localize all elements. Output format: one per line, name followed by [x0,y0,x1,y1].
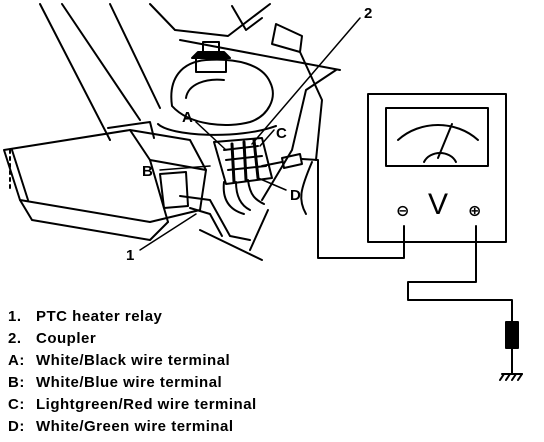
callout-2-label: 2 [364,5,372,22]
strut-tower [157,41,277,136]
callout-c-label: C [276,125,287,142]
legend-text: White/Blue wire terminal [36,374,223,391]
legend-key: C: [8,396,25,413]
legend-item: 2. Coupler [8,330,388,352]
callout-a-label: A [182,109,193,126]
legend: 1. PTC heater relay 2. Coupler A: White/… [8,308,388,440]
legend-key: A: [8,352,25,369]
legend-key: D: [8,418,25,435]
voltmeter-unit-label: V [428,188,448,221]
legend-item: 1. PTC heater relay [8,308,388,330]
legend-text: Lightgreen/Red wire terminal [36,396,257,413]
legend-key: 2. [8,330,22,347]
callout-b-label: B [142,163,153,180]
legend-key: 1. [8,308,22,325]
meter-leads [407,235,523,381]
legend-item: A: White/Black wire terminal [8,352,388,374]
ptc-heater-relay-drawing [3,121,251,241]
voltmeter-probe [261,153,405,259]
legend-text: White/Green wire terminal [36,418,234,435]
legend-text: White/Black wire terminal [36,352,231,369]
engine-bay-outline [11,3,341,261]
coupler-drawing [213,137,273,215]
legend-text: Coupler [36,330,97,347]
legend-item: C: Lightgreen/Red wire terminal [8,396,388,418]
callout-d-label: D [290,187,301,204]
minus-terminal-icon: ⊖ [396,201,409,220]
legend-item: B: White/Blue wire terminal [8,374,388,396]
legend-item: D: White/Green wire terminal [8,418,388,440]
voltmeter-drawing [367,93,507,243]
callout-1-label: 1 [126,247,134,264]
legend-key: B: [8,374,25,391]
plus-terminal-icon: ⊕ [468,201,481,220]
callout-leaders [139,17,361,251]
legend-text: PTC heater relay [36,308,163,325]
